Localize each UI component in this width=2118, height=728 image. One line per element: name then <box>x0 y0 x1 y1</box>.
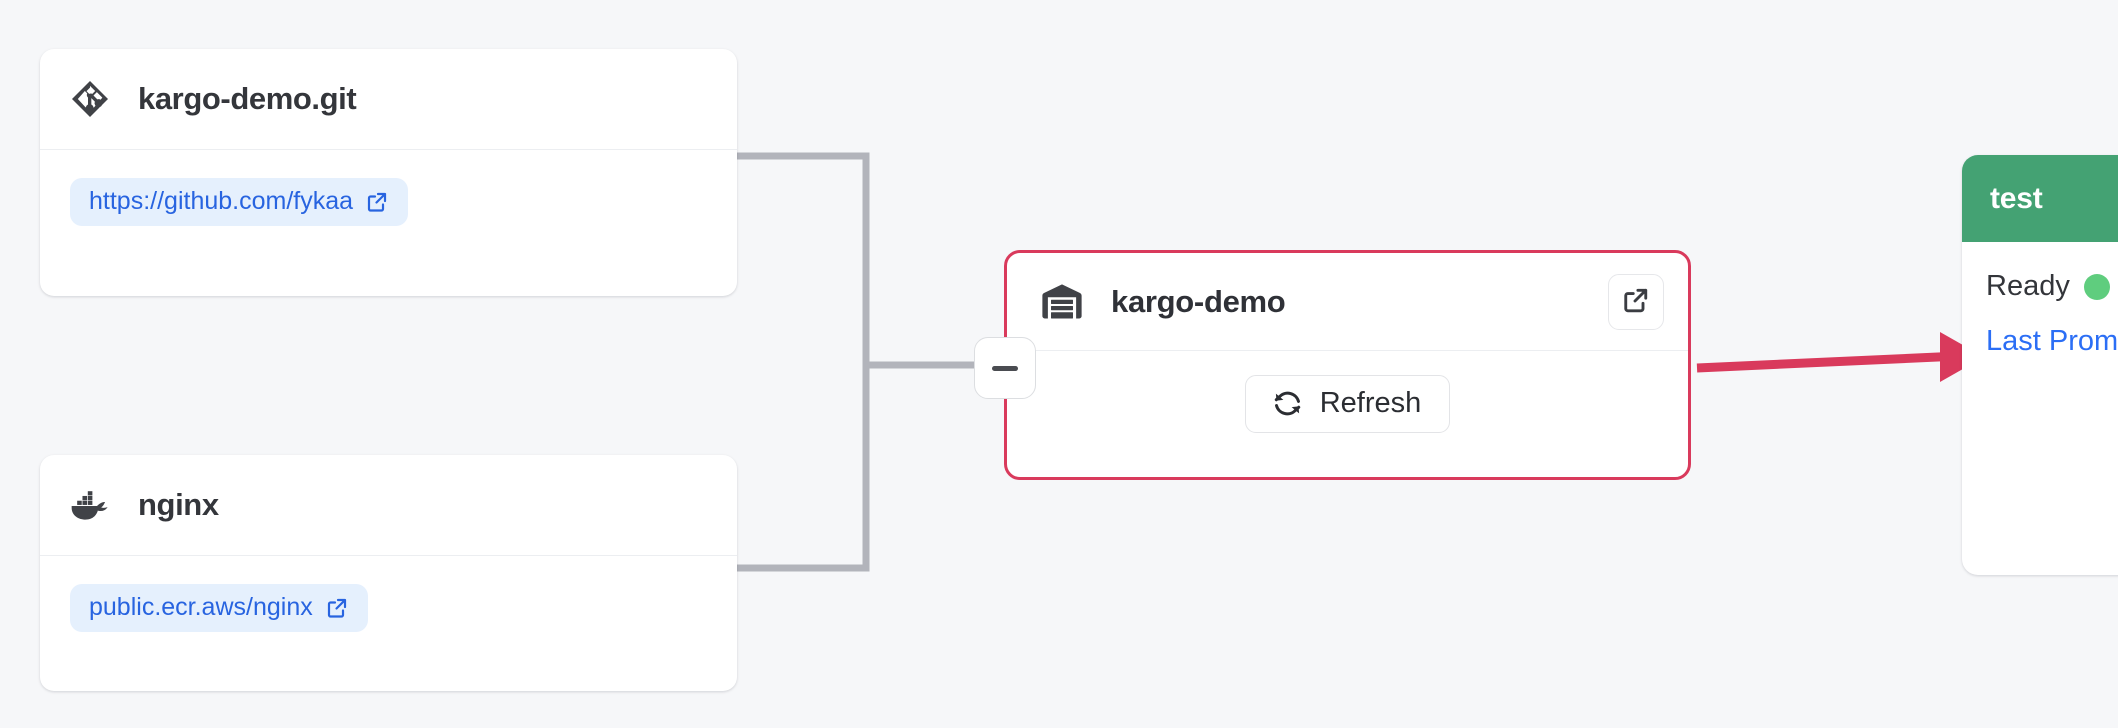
source-url-label: public.ecr.aws/nginx <box>89 593 313 621</box>
docker-icon <box>68 483 112 527</box>
refresh-button[interactable]: Refresh <box>1244 375 1451 433</box>
edge-nginx-to-warehouse <box>737 365 870 572</box>
card-header: nginx <box>40 455 737 556</box>
last-promotion-link[interactable]: Last Promo <box>1986 325 2118 357</box>
external-link-icon <box>1621 285 1651 318</box>
external-link-icon <box>365 190 389 214</box>
stage-body: Ready Last Promo <box>1962 242 2118 358</box>
warehouse-title: kargo-demo <box>1111 283 1286 319</box>
warehouse-body: Refresh <box>1007 351 1688 457</box>
card-body: https://github.com/fykaa <box>40 150 737 226</box>
stage-header: test <box>1962 155 2118 242</box>
edge-warehouse-to-stage <box>1696 351 1961 373</box>
warehouse-icon <box>1039 279 1085 325</box>
warehouse-node-kargo-demo[interactable]: kargo-demo Refre <box>974 250 1691 480</box>
card-title: nginx <box>138 487 219 522</box>
stage-card-test[interactable]: test Ready Last Promo <box>1962 155 2118 575</box>
status-dot-icon <box>2083 273 2110 300</box>
source-url-chip[interactable]: https://github.com/fykaa <box>70 178 409 226</box>
card-body: public.ecr.aws/nginx <box>40 556 737 632</box>
source-card-nginx[interactable]: nginx public.ecr.aws/nginx <box>40 455 737 691</box>
stage-status-label: Ready <box>1986 270 2070 302</box>
stage-status: Ready <box>1986 270 2118 303</box>
source-url-label: https://github.com/fykaa <box>89 187 354 215</box>
warehouse-header: kargo-demo <box>1007 253 1688 351</box>
external-link-icon <box>325 596 349 620</box>
card-title: kargo-demo.git <box>138 81 357 116</box>
refresh-icon <box>1272 388 1303 419</box>
refresh-button-label: Refresh <box>1319 387 1422 419</box>
minus-icon <box>992 365 1018 371</box>
card-header: kargo-demo.git <box>40 49 737 150</box>
stage-name: test <box>1990 181 2043 215</box>
source-url-chip[interactable]: public.ecr.aws/nginx <box>70 584 368 632</box>
source-card-kargo-demo-git[interactable]: kargo-demo.git https://github.com/fykaa <box>40 49 737 296</box>
git-icon <box>68 77 112 121</box>
open-warehouse-button[interactable] <box>1608 273 1664 330</box>
edge-git-to-warehouse <box>737 152 870 365</box>
collapse-node-button[interactable] <box>974 337 1036 399</box>
